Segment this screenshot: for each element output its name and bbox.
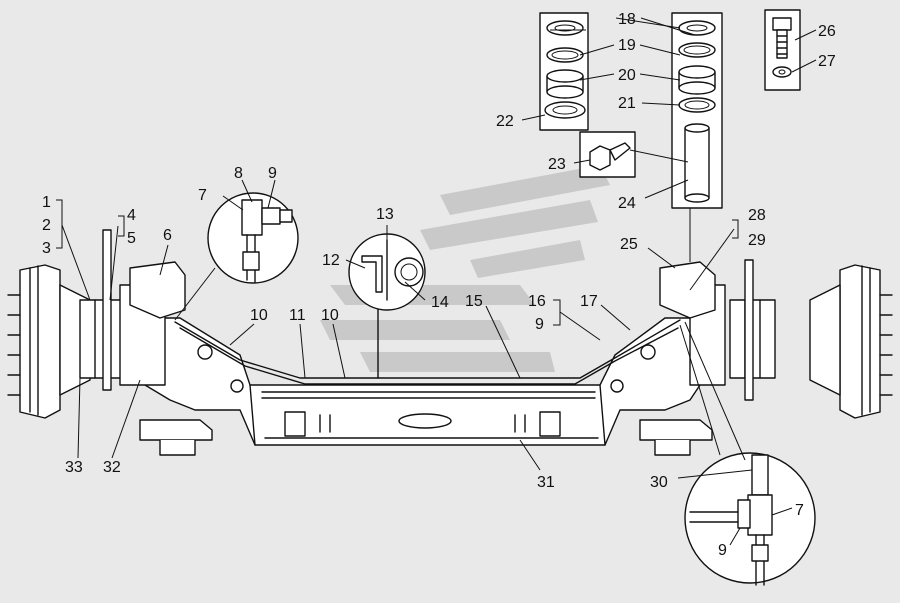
label-3: 3 xyxy=(42,240,51,257)
label-13: 13 xyxy=(376,206,394,223)
label-20: 20 xyxy=(618,67,636,84)
label-24: 24 xyxy=(618,195,636,212)
label-21: 21 xyxy=(618,95,636,112)
label-17: 17 xyxy=(580,293,598,310)
label-4: 4 xyxy=(127,207,136,224)
label-25: 25 xyxy=(620,236,638,253)
label-1: 1 xyxy=(42,194,51,211)
axle-beam xyxy=(139,317,713,456)
label-12: 12 xyxy=(322,252,340,269)
label-2: 2 xyxy=(42,217,51,234)
leader-lines xyxy=(56,17,817,546)
label-15: 15 xyxy=(465,293,483,310)
bolt-washer-detail xyxy=(764,9,801,91)
label-16: 16 xyxy=(528,293,546,310)
label-5: 5 xyxy=(127,230,136,247)
brake-pipes xyxy=(174,299,681,385)
label-7-bottom: 7 xyxy=(795,502,804,519)
label-29: 29 xyxy=(748,232,766,249)
label-19: 19 xyxy=(618,37,636,54)
detail-circle-clip-center xyxy=(348,233,426,311)
grease-nipple-detail xyxy=(579,131,636,178)
label-30: 30 xyxy=(650,474,668,491)
label-26: 26 xyxy=(818,23,836,40)
label-33: 33 xyxy=(65,459,83,476)
label-10-center: 10 xyxy=(321,307,339,324)
label-22: 22 xyxy=(496,113,514,130)
label-31: 31 xyxy=(537,474,555,491)
label-11: 11 xyxy=(289,307,306,324)
label-14: 14 xyxy=(431,294,449,311)
label-18: 18 xyxy=(618,11,636,28)
kingpin-parts-left-column xyxy=(539,12,589,131)
label-7-top: 7 xyxy=(198,187,207,204)
right-wheel-hub xyxy=(659,259,893,419)
label-6: 6 xyxy=(163,227,172,244)
label-9-top: 9 xyxy=(268,165,277,182)
detail-circle-fitting-right xyxy=(679,321,816,586)
label-23: 23 xyxy=(548,156,566,173)
label-10-left: 10 xyxy=(250,307,268,324)
label-8: 8 xyxy=(234,165,243,182)
label-27: 27 xyxy=(818,53,836,70)
left-wheel-hub xyxy=(7,229,186,419)
label-9-bottom: 9 xyxy=(718,542,727,559)
part-labels: 1 2 3 4 5 6 7 8 9 10 11 10 12 13 14 15 1… xyxy=(42,11,836,559)
detail-circle-fitting-left xyxy=(174,192,299,321)
label-9-mid: 9 xyxy=(535,316,544,333)
label-32: 32 xyxy=(103,459,121,476)
label-28: 28 xyxy=(748,207,766,224)
kingpin-parts-right-column xyxy=(671,12,723,262)
